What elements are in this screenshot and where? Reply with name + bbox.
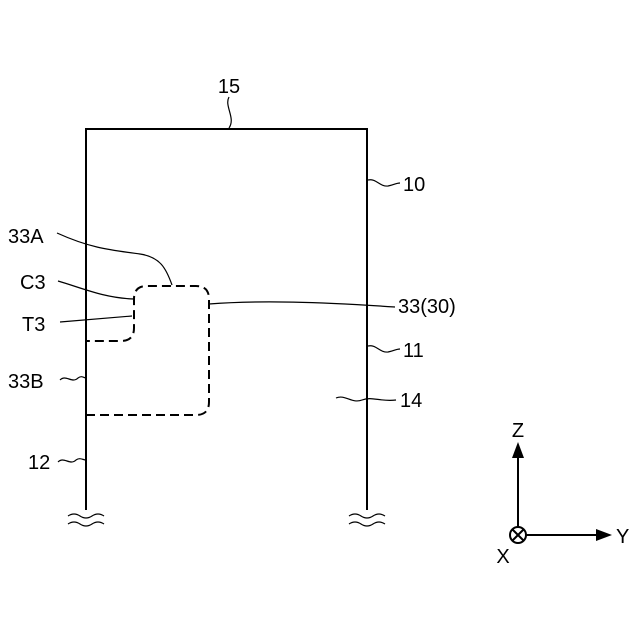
y-arrow-head [596, 529, 612, 541]
axis-label-x: X [496, 546, 509, 568]
member-33-outline [86, 286, 209, 415]
label-33-30: 33(30) [398, 296, 456, 318]
axis-label-y: Y [616, 526, 629, 548]
leader-12 [58, 459, 86, 462]
axis-label-z: Z [512, 420, 524, 442]
leader-15 [228, 97, 232, 128]
label-10: 10 [403, 174, 425, 196]
label-C3: C3 [20, 272, 46, 294]
leader-33B [60, 377, 86, 380]
label-14: 14 [400, 390, 422, 412]
label-T3: T3 [22, 314, 45, 336]
leader-11 [368, 346, 400, 352]
label-11: 11 [403, 340, 424, 362]
frame-outline [86, 129, 367, 510]
label-33B: 33B [8, 371, 44, 393]
leader-C3 [58, 281, 134, 299]
break-mark-left [68, 514, 104, 518]
z-arrow-head [512, 442, 524, 458]
label-15: 15 [218, 76, 240, 98]
break-mark-right [349, 514, 385, 518]
label-12: 12 [28, 452, 50, 474]
axis-indicator: Z Y X [496, 420, 629, 568]
leader-T3 [60, 316, 132, 322]
break-mark-left-2 [68, 522, 104, 526]
break-mark-right-2 [349, 522, 385, 526]
label-33A: 33A [8, 226, 44, 248]
leader-10 [368, 180, 400, 186]
leader-33A [57, 233, 172, 285]
